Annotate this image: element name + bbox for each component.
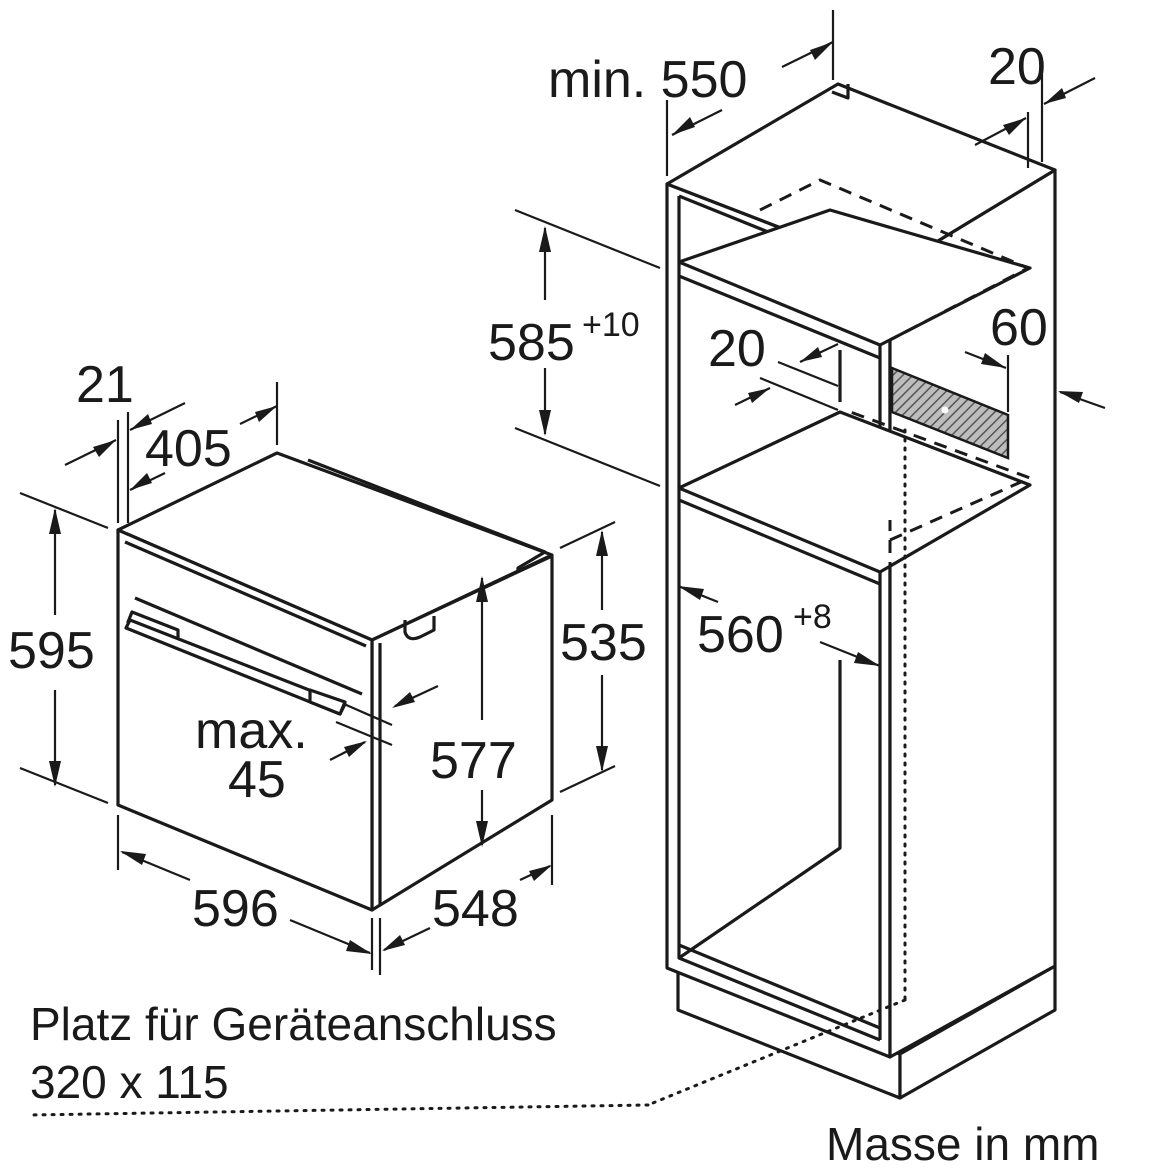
control-panel-bottom-edge bbox=[134, 596, 363, 696]
oven-appliance bbox=[116, 451, 554, 912]
connection-space-note: Platz für Geräteanschluss bbox=[30, 998, 557, 1050]
label-560-tolerance: +8 bbox=[793, 598, 832, 636]
connection-dotted-diagonal bbox=[646, 998, 907, 1107]
units-note: Masse in mm bbox=[826, 1118, 1099, 1169]
dimension-labels: min. 550 20 585 +10 20 60 560 +8 21 405 … bbox=[8, 38, 1048, 938]
opening-marker bbox=[941, 406, 949, 414]
label-585-tolerance: +10 bbox=[582, 306, 640, 344]
label-535: 535 bbox=[560, 614, 647, 672]
dimension-lines bbox=[19, 10, 1106, 975]
oven-front bbox=[116, 528, 374, 912]
upper-shelf-edge bbox=[678, 274, 881, 360]
label-560: 560 bbox=[697, 606, 784, 664]
label-21: 21 bbox=[76, 356, 134, 414]
mounting-bracket-icon bbox=[403, 616, 436, 641]
tall-cabinet bbox=[28, 82, 1057, 1117]
label-585: 585 bbox=[488, 314, 575, 372]
bottom-floor-edge bbox=[678, 943, 881, 1030]
label-60: 60 bbox=[990, 299, 1048, 357]
label-548: 548 bbox=[432, 880, 519, 938]
label-20-top: 20 bbox=[988, 38, 1046, 96]
lower-ventilation-cutout bbox=[844, 408, 1034, 542]
lower-niche-back bbox=[678, 660, 842, 960]
upper-ventilation-cutout bbox=[759, 178, 1032, 342]
handle-right-mount bbox=[308, 688, 347, 716]
control-panel-top-edge bbox=[124, 540, 367, 648]
middle-floor-edge bbox=[678, 498, 881, 586]
connection-space-size: 320 x 115 bbox=[30, 1056, 229, 1108]
label-min-550: min. 550 bbox=[548, 51, 747, 109]
label-45: 45 bbox=[228, 751, 286, 809]
notes: Platz für Geräteanschluss 320 x 115 Mass… bbox=[30, 998, 1099, 1169]
label-max: max. bbox=[195, 702, 308, 760]
label-20-mid: 20 bbox=[708, 320, 766, 378]
connection-dotted-baseline bbox=[28, 1103, 650, 1117]
label-577: 577 bbox=[430, 732, 517, 790]
label-595: 595 bbox=[8, 622, 95, 680]
label-405: 405 bbox=[145, 420, 232, 478]
middle-floor bbox=[677, 410, 1032, 574]
rear-opening-hatched bbox=[890, 366, 1010, 460]
label-596: 596 bbox=[192, 880, 279, 938]
cabinet-top-notch bbox=[831, 84, 850, 100]
